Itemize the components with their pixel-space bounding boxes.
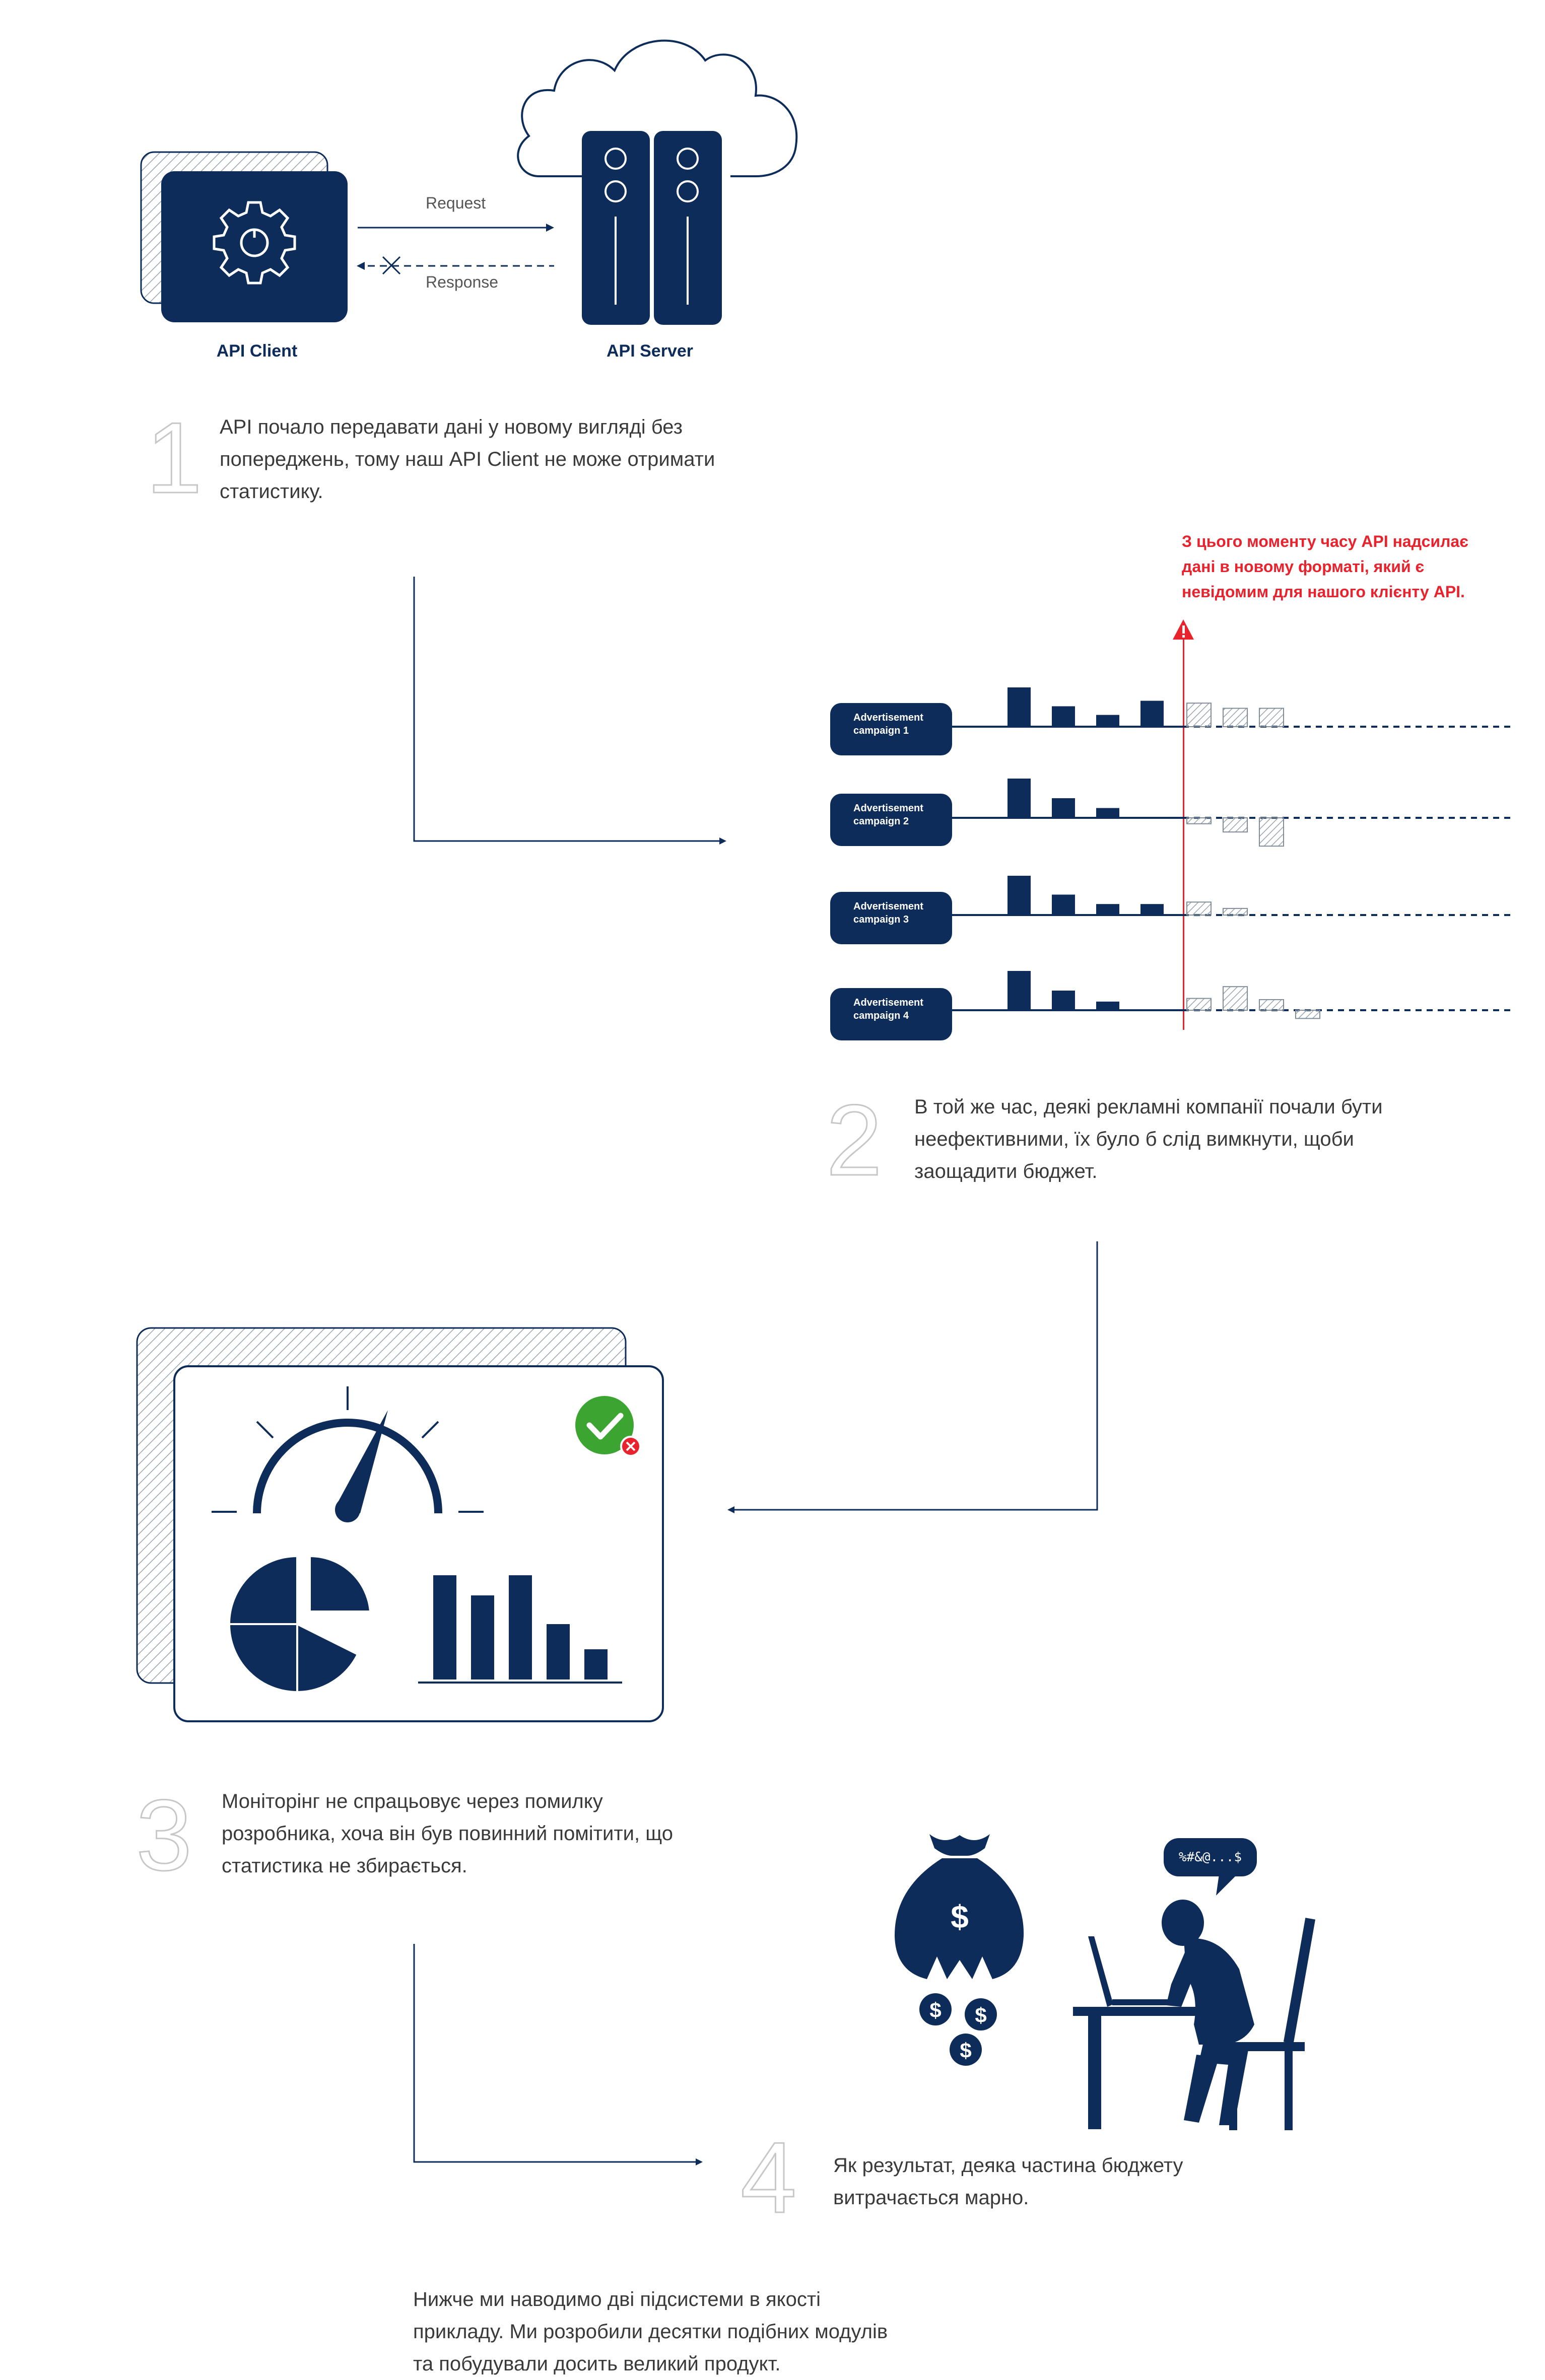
bar-after <box>1259 817 1284 847</box>
request-label: Request <box>426 194 486 212</box>
bar-after <box>1186 817 1212 824</box>
step-number-2: 2 <box>825 1084 883 1197</box>
bar-before <box>1007 687 1031 727</box>
response-label: Response <box>426 273 499 291</box>
bar-after <box>1223 907 1248 916</box>
bar-after <box>1295 1010 1320 1019</box>
frustrated-person-icon <box>1073 1900 1316 2130</box>
step-3-text: Моніторінг не спрацьовує через помилку р… <box>222 1790 673 1877</box>
api-server-icon <box>517 39 798 325</box>
bar-before <box>1096 904 1119 915</box>
bar-after <box>1223 708 1248 728</box>
campaign-bars-4 <box>947 971 1511 1019</box>
connector-arrow-3 <box>413 1944 703 2165</box>
bar-after <box>1259 708 1284 728</box>
warning-icon <box>1173 619 1194 640</box>
request-arrow <box>357 224 554 275</box>
campaign-bars-3 <box>947 876 1511 916</box>
bar-after <box>1259 999 1284 1011</box>
bar-before <box>1140 701 1164 727</box>
bar-after <box>1223 986 1248 1011</box>
campaign-bars-1 <box>947 687 1511 728</box>
step-1-text: API почало передавати дані у новому вигл… <box>220 416 715 503</box>
bar-after <box>1186 901 1212 916</box>
cutoff-line <box>1183 640 1184 1030</box>
warning-text: З цього моменту часу API надсилає дані в… <box>1182 532 1468 601</box>
step-number-1: 1 <box>145 402 203 514</box>
api-client-label: API Client <box>216 341 298 361</box>
bar-before <box>1007 971 1031 1010</box>
bar-before <box>1140 904 1164 915</box>
bar-before <box>1096 808 1119 818</box>
bar-before <box>1052 991 1075 1010</box>
bar-before <box>1096 1001 1119 1010</box>
bar-after <box>1186 998 1212 1011</box>
money-bag-icon: $ $ $ $ <box>894 1834 1024 2066</box>
bar-after <box>1186 703 1212 727</box>
coin-dollar-2: $ <box>975 2003 986 2027</box>
bar-after <box>1223 817 1248 833</box>
speech-bubble: %#&@...$ <box>1164 1838 1257 1876</box>
step-number-3: 3 <box>135 1779 192 1892</box>
bar-before <box>1052 706 1075 727</box>
api-server-label: API Server <box>607 341 693 361</box>
api-client-icon <box>140 151 348 322</box>
bar-before <box>1007 779 1031 818</box>
footer-text: Нижче ми наводимо дві підсистеми в якост… <box>413 2288 888 2375</box>
campaign-bars-2 <box>947 779 1511 847</box>
connector-arrow-1 <box>413 577 726 845</box>
step-4-text: Як результат, деяка частина бюджету витр… <box>833 2154 1183 2209</box>
money-bag-dollar: $ <box>951 1899 969 1935</box>
monitoring-dashboard-icon <box>136 1327 664 1722</box>
bar-before <box>1052 894 1075 915</box>
speech-bubble-tail <box>1216 1874 1237 1896</box>
step-number-4: 4 <box>740 2122 797 2234</box>
bar-before <box>1096 715 1119 727</box>
coin-dollar-3: $ <box>960 2039 971 2062</box>
coin-dollar-1: $ <box>929 1998 941 2022</box>
bar-before <box>1007 876 1031 915</box>
bar-before <box>1052 798 1075 818</box>
connector-arrow-2 <box>727 1241 1098 1513</box>
step-2-text: В той же час, деякі рекламні компанії по… <box>914 1096 1383 1182</box>
